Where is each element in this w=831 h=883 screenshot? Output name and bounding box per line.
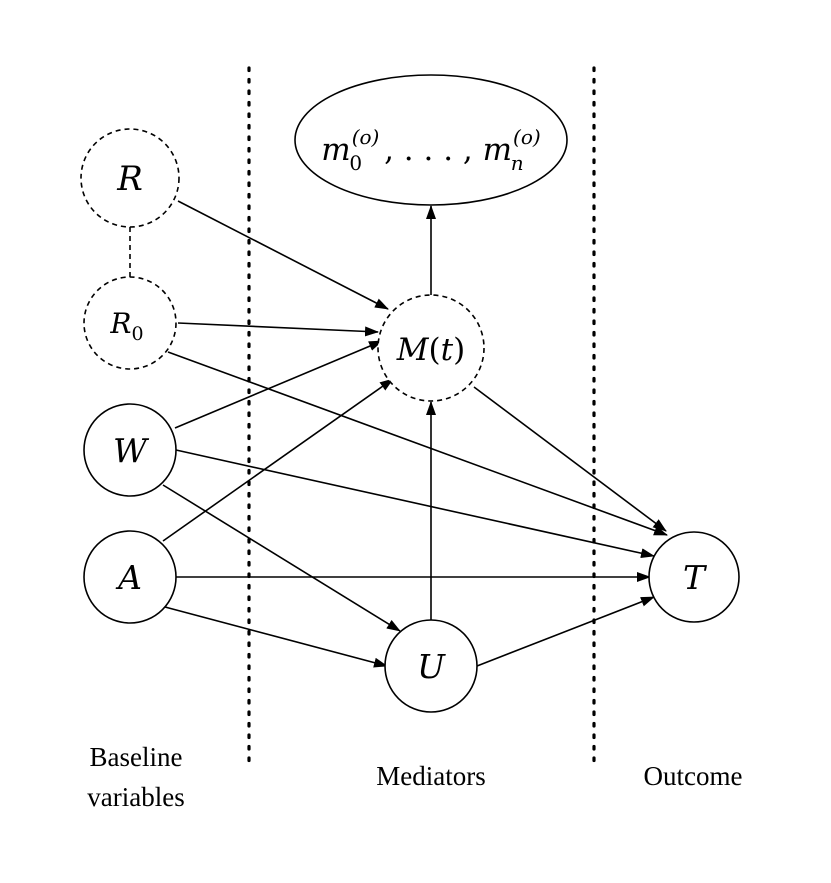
node-m-label: M [396,332,430,368]
node-observations: m(o)0, . . . , m(o)n [294,74,568,206]
obs-last-symbol: m [483,132,512,168]
section-baseline-line2: variables [87,782,184,812]
node-w: W [83,403,177,497]
edges [129,200,668,668]
section-baseline-line1: Baseline [90,742,183,772]
node-r: R [80,128,180,228]
node-m-argument: t [441,332,454,368]
svg-text:m(o)0, . . . , m(o)n: m(o)0, . . . , m(o)n [321,125,540,175]
edge-r0-to-t [167,351,668,536]
edge-w-to-u [162,484,401,632]
obs-first-superscript: (o) [352,125,380,149]
node-m: M(t) [377,294,485,402]
node-r0-subscript: 0 [132,323,144,345]
node-t-label: T [683,558,708,597]
edge-w-to-m [174,340,383,429]
node-u-label: U [417,647,446,686]
node-r0-label: R [109,307,131,340]
node-a: A [83,530,177,624]
svg-text:R0: R0 [109,307,143,345]
obs-last-subscript: n [511,151,524,175]
obs-ellipsis: , . . . , [384,132,483,168]
obs-first-subscript: 0 [349,151,362,175]
edge-a-to-u [164,606,388,668]
obs-first-symbol: m [321,132,350,168]
section-mediators: Mediators [376,761,485,791]
svg-text:M(t): M(t) [396,332,465,368]
node-a-label: A [115,558,142,597]
edge-m-to-t [473,386,667,532]
obs-last-superscript: (o) [513,125,541,149]
edge-u-to-t [476,596,655,667]
node-w-label: W [113,431,150,470]
node-u: U [384,619,478,713]
section-outcome: Outcome [644,761,743,791]
edge-a-to-m [162,378,394,542]
node-r0: R0 [83,276,177,370]
edge-r-to-m [177,200,389,310]
edge-r0-to-m [177,322,379,337]
edge-w-to-t [175,449,655,559]
node-t: T [648,531,740,623]
node-r-label: R [116,159,143,199]
